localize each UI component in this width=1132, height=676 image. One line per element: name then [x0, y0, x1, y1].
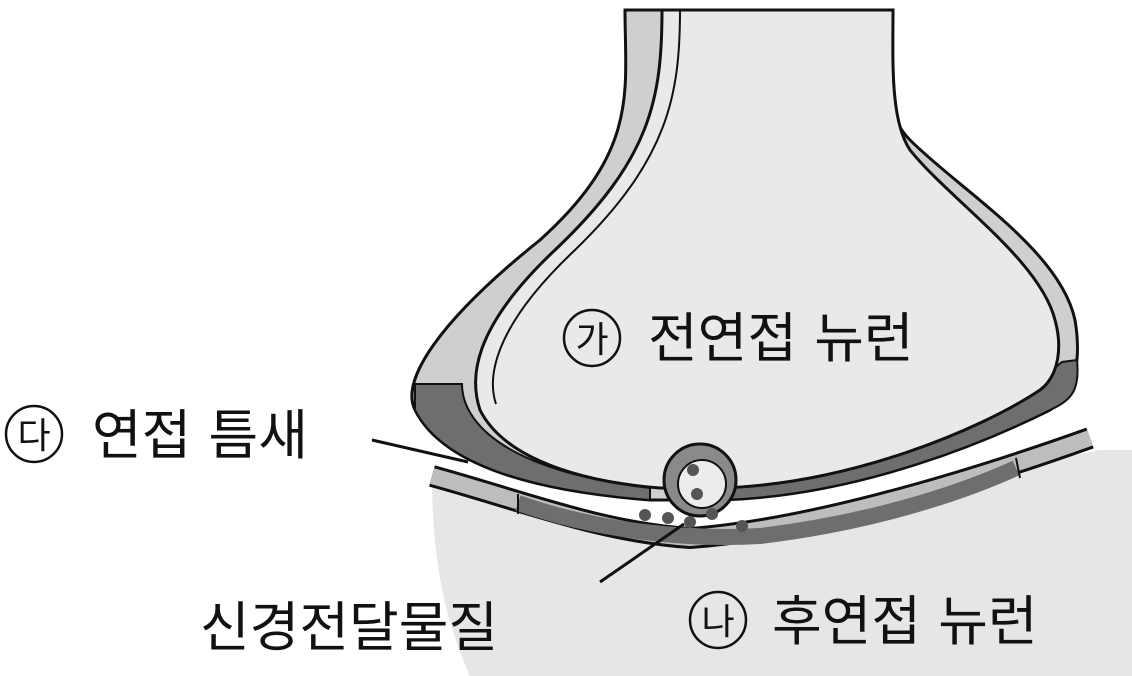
neurotransmitter-dot: [706, 508, 718, 520]
vesicle-neurotransmitter-dot: [687, 464, 699, 476]
neurotransmitter-dot: [684, 516, 696, 528]
presynaptic-label-text: 전연접 뉴런: [648, 307, 914, 370]
neurotransmitter-leader-line: [599, 522, 685, 584]
neurotransmitter-dot: [639, 509, 651, 521]
neurotransmitter-dot: [662, 512, 674, 524]
postsynaptic-label-text: 후연접 뉴런: [772, 590, 1038, 653]
cleft-marker: 다: [17, 416, 50, 457]
presynaptic-marker: 가: [575, 320, 608, 361]
presynaptic-marker-circle: [562, 308, 622, 368]
postsynaptic-marker-circle: [688, 590, 748, 650]
neurotransmitter-label-text: 신경전달물질: [200, 596, 498, 659]
presynaptic-inner-line: [491, 9, 681, 405]
neurotransmitter-dot: [736, 520, 748, 532]
cleft-label-text: 연접 틈새: [92, 404, 308, 467]
postsynaptic-marker: 나: [701, 602, 734, 643]
postsynaptic-neuron-body: [432, 450, 1132, 676]
vesicle-neurotransmitter-dot: [691, 488, 703, 500]
presynaptic-label: 가 전연접 뉴런: [562, 307, 914, 370]
membrane-divider-right: [1015, 457, 1021, 479]
synaptic-vesicle-interior: [677, 459, 727, 509]
postsynaptic-membrane-dark-segment: [515, 460, 1020, 545]
presynaptic-membrane-dark-left: [414, 383, 651, 502]
postsynaptic-label: 나 후연접 뉴런: [688, 590, 1038, 653]
cleft-marker-circle: [4, 404, 64, 464]
cleft-leader-line: [371, 438, 469, 464]
presynaptic-neuron-body: [474, 8, 1061, 490]
cleft-label: 다 연접 틈새: [4, 404, 308, 467]
